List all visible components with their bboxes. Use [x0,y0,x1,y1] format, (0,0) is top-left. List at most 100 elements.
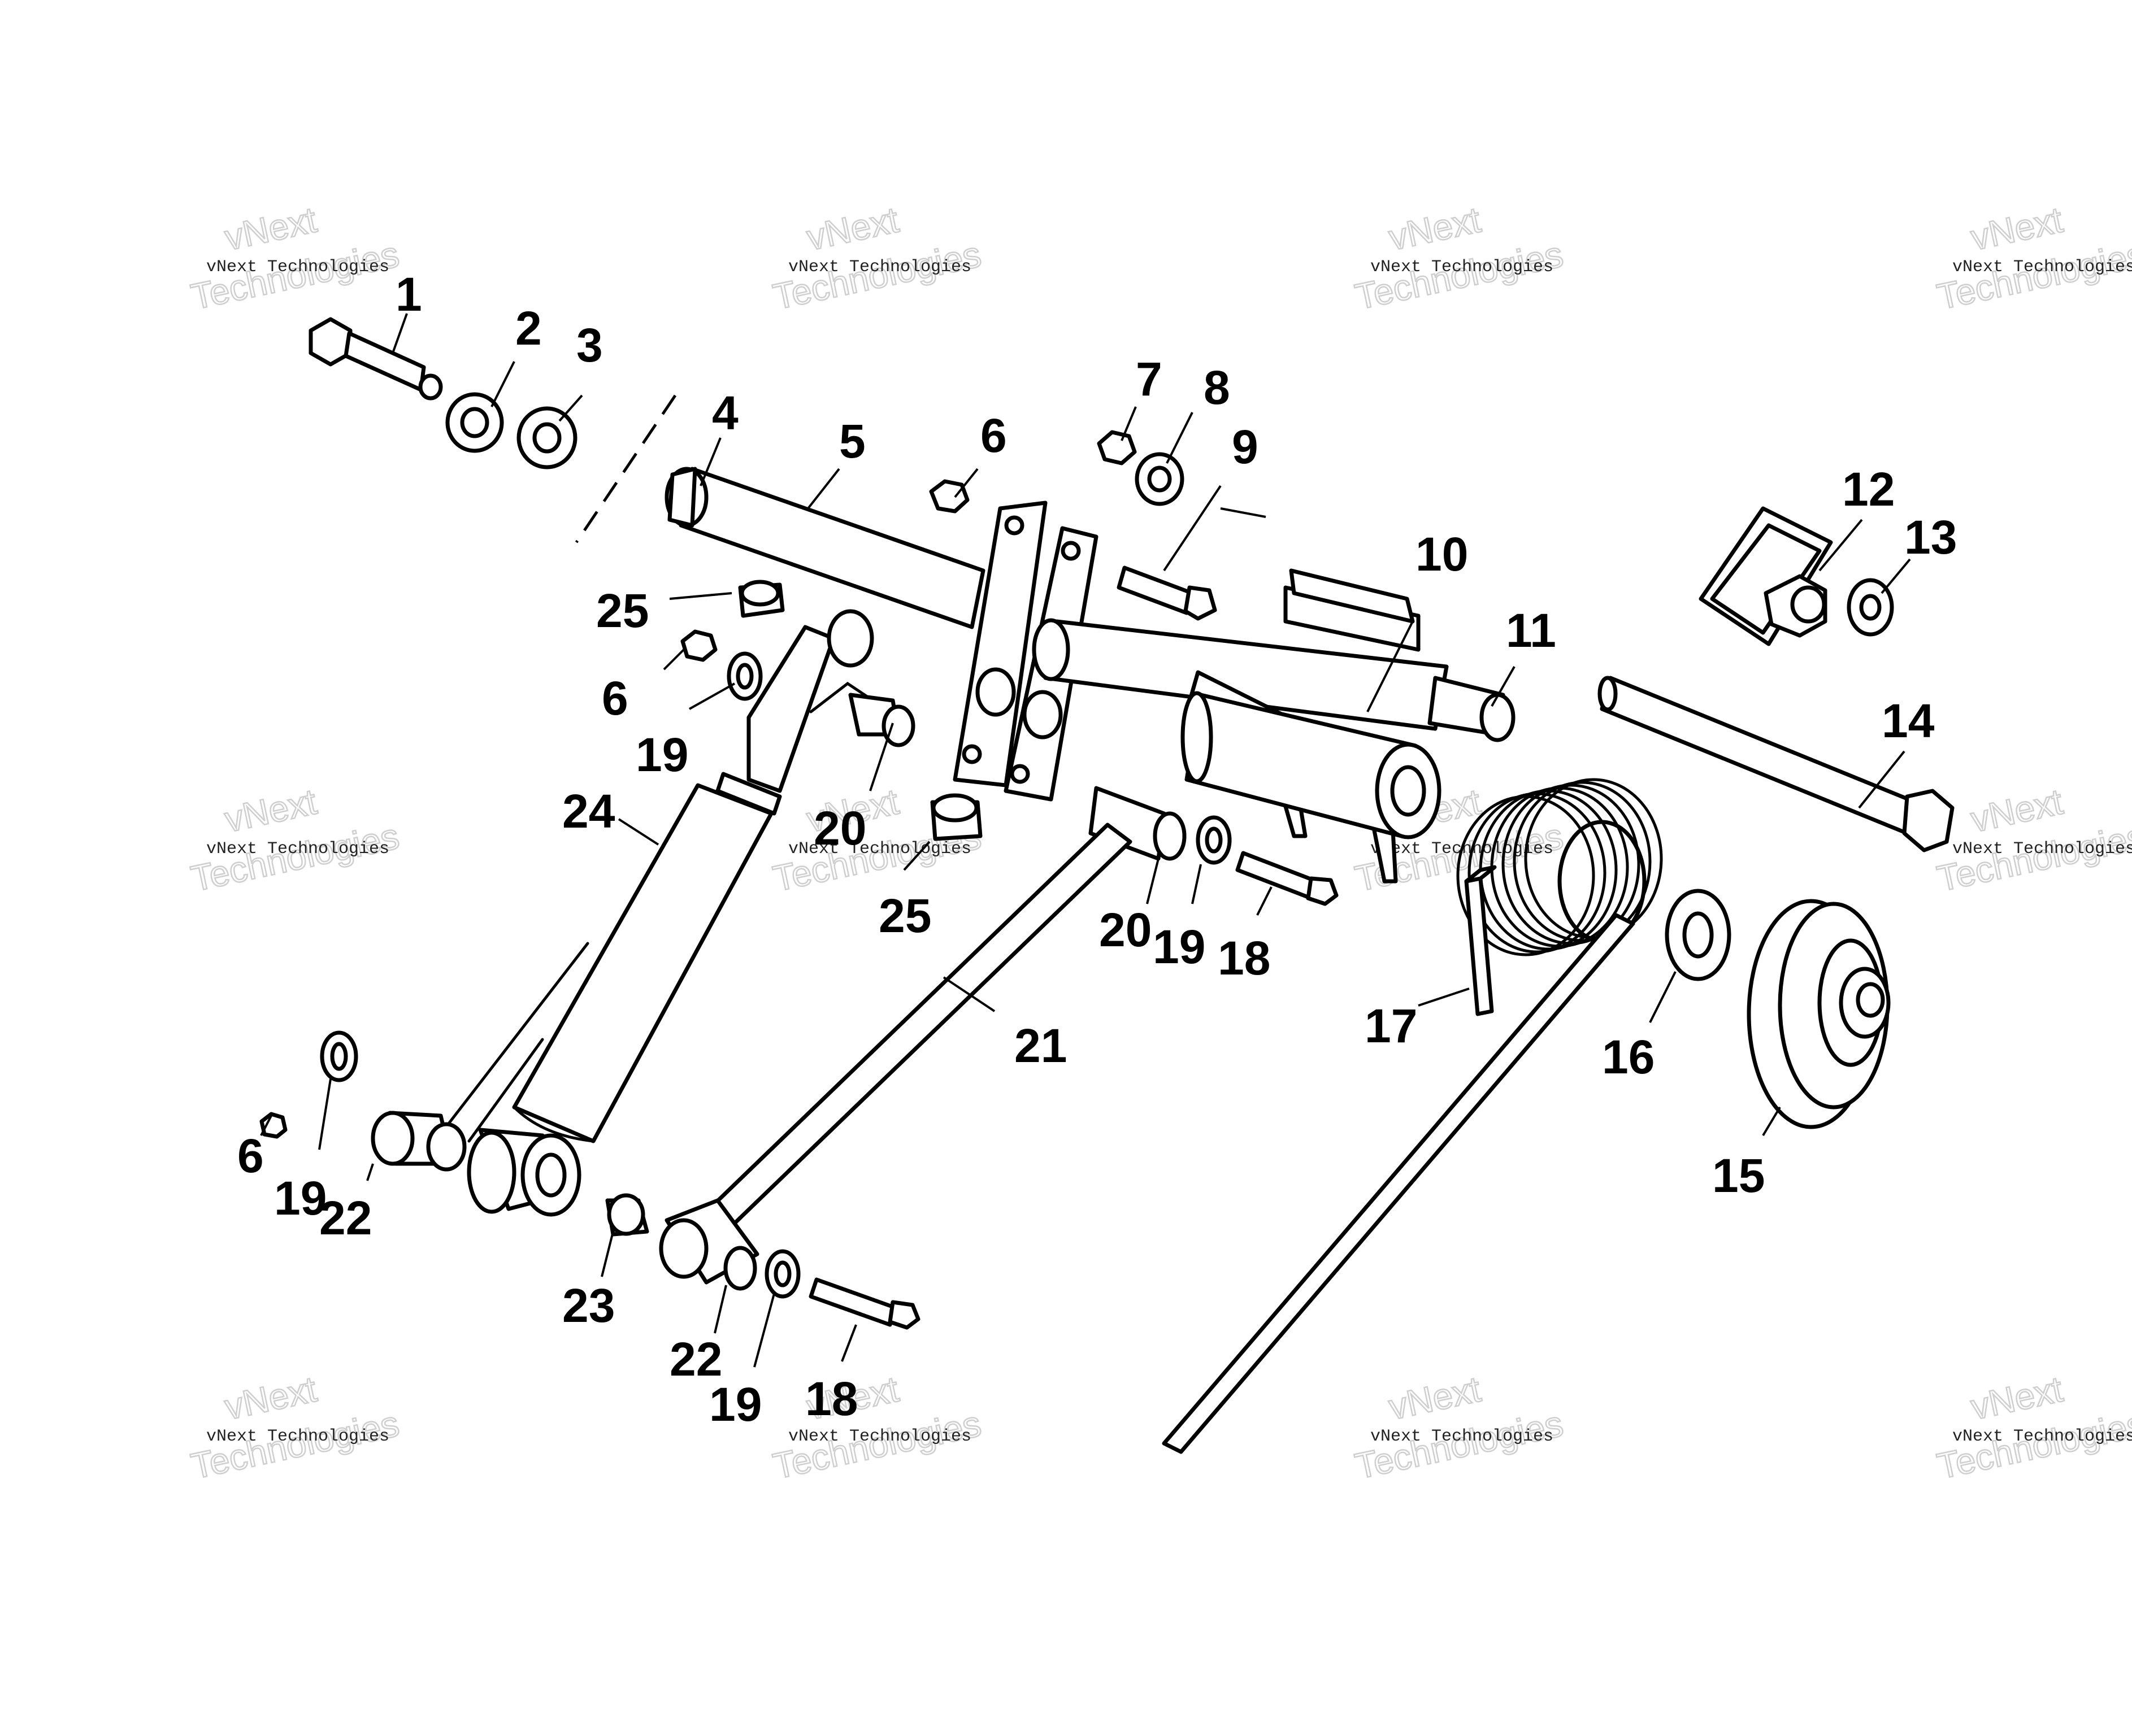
shock-lower-eye [467,1128,581,1217]
leader-lines [260,313,1911,1368]
callout-14: 14 [1882,694,1935,747]
part-6-nut-b [680,629,718,662]
watermark: vNext Technologies vNext Technologies [187,780,403,900]
callout-6: 6 [237,1129,264,1182]
callout-19: 19 [709,1378,762,1431]
part-24-shock-absorber [433,609,913,1143]
watermark: vNext Technologies vNext Technologies [1933,1368,2132,1487]
callout-25: 25 [879,889,931,942]
callout-8: 8 [1204,361,1230,414]
part-22-bushing-a [371,1111,467,1172]
part-11-spindle [1427,676,1516,742]
watermark-big-1: vNext [221,1369,320,1428]
watermark: vNext Technologies vNext Technologies [187,198,403,318]
part-3-washer [516,406,577,469]
callout-17: 17 [1365,999,1417,1052]
callout-23: 23 [562,1279,615,1332]
axis-dashed-line [575,394,677,543]
callout-12: 12 [1842,463,1895,516]
callout-15: 15 [1712,1149,1765,1202]
callout-21: 21 [1014,1019,1067,1072]
part-6-nut-c [259,1112,288,1139]
callout-24: 24 [562,785,615,838]
watermark: vNext Technologies vNext Technologies [1933,780,2132,900]
watermark: vNext Technologies vNext Technologies [1933,198,2132,318]
callout-10: 10 [1415,528,1468,581]
part-13-washer [1847,578,1894,637]
part-7-nut [1097,430,1137,465]
watermark-big-1: vNext [803,199,902,258]
part-23-bushing [605,1193,649,1237]
part-14-long-bolt [1597,676,1955,852]
callout-numbers: 1 2 3 4 5 6 6 6 7 8 9 10 11 12 13 14 15 … [237,268,1957,1431]
callout-3: 3 [576,319,603,372]
part-25-bushing-b [930,793,983,841]
callout-7: 7 [1136,353,1162,406]
callout-1: 1 [396,268,422,321]
watermark-big-1: vNext [1385,1369,1484,1428]
part-18-bolt-b [809,1277,920,1330]
part-19-washer-a [727,651,763,701]
callout-9: 9 [1232,420,1258,473]
watermark-small: vNext Technologies [1952,1427,2132,1446]
callout-19: 19 [636,728,688,781]
watermark: vNext Technologies vNext Technologies [187,1368,403,1487]
watermark-small: vNext Technologies [206,839,389,859]
part-5-upper-shaft [665,467,985,629]
callout-2: 2 [515,302,542,355]
part-12-block [1699,506,1833,646]
part-20-bushing-b [1088,786,1187,861]
watermark: vNext Technologies vNext Technologies [769,1368,985,1487]
callout-5: 5 [839,415,866,468]
part-21-lower-arm [659,823,1132,1291]
part-19-washer-c [320,1030,358,1082]
callout-18: 18 [805,1372,858,1425]
watermark-small: vNext Technologies [1952,258,2132,277]
watermark-small: vNext Technologies [1370,258,1553,277]
part-19-washer-d [765,1249,801,1299]
part-25-bushing-a [738,580,785,618]
callout-11: 11 [1506,604,1556,657]
watermark-small: vNext Technologies [1370,1427,1553,1446]
callout-19: 19 [1153,920,1205,973]
part-19-washer-b [1196,815,1232,865]
part-18-bolt-a [1235,851,1339,906]
part-15-wheel [1747,899,1891,1129]
watermark-small: vNext Technologies [206,1427,389,1446]
watermark: vNext Technologies vNext Technologies [1351,1368,1567,1487]
part-8-washer [1135,452,1184,506]
part-2-washer [445,392,504,453]
watermark-big-1: vNext [1967,199,2066,258]
watermark-small: vNext Technologies [788,839,971,859]
watermark-small: vNext Technologies [1952,839,2132,859]
watermark-big-1: vNext [1967,1369,2066,1428]
part-10-sleeve [1180,691,1441,839]
watermark: vNext Technologies vNext Technologies [1351,198,1567,318]
part-9-bolt [1117,565,1217,621]
callout-6: 6 [980,409,1007,462]
callout-18: 18 [1218,932,1270,985]
callout-20: 20 [814,802,866,855]
part-1-bolt [309,317,443,401]
callout-6: 6 [602,672,628,725]
callout-4: 4 [712,386,739,440]
parts-layer [259,317,1955,1454]
callout-16: 16 [1602,1030,1655,1084]
watermark-small: vNext Technologies [206,258,389,277]
part-6-nut-a [929,479,970,514]
watermark-big-1: vNext [1385,199,1484,258]
watermark: vNext Technologies vNext Technologies [769,198,985,318]
callout-25: 25 [596,584,649,637]
watermark-big-1: vNext [221,199,320,258]
part-17-torsion-spring [1162,778,1663,1454]
part-20-bushing-a [882,704,915,747]
callout-19: 19 [274,1172,327,1225]
watermark-small: vNext Technologies [788,1427,971,1446]
watermark-big-1: vNext [1967,781,2066,840]
callout-22: 22 [319,1191,372,1245]
watermark-big-1: vNext [221,781,320,840]
callout-20: 20 [1099,903,1152,956]
watermark-small: vNext Technologies [788,258,971,277]
callout-13: 13 [1904,511,1957,564]
